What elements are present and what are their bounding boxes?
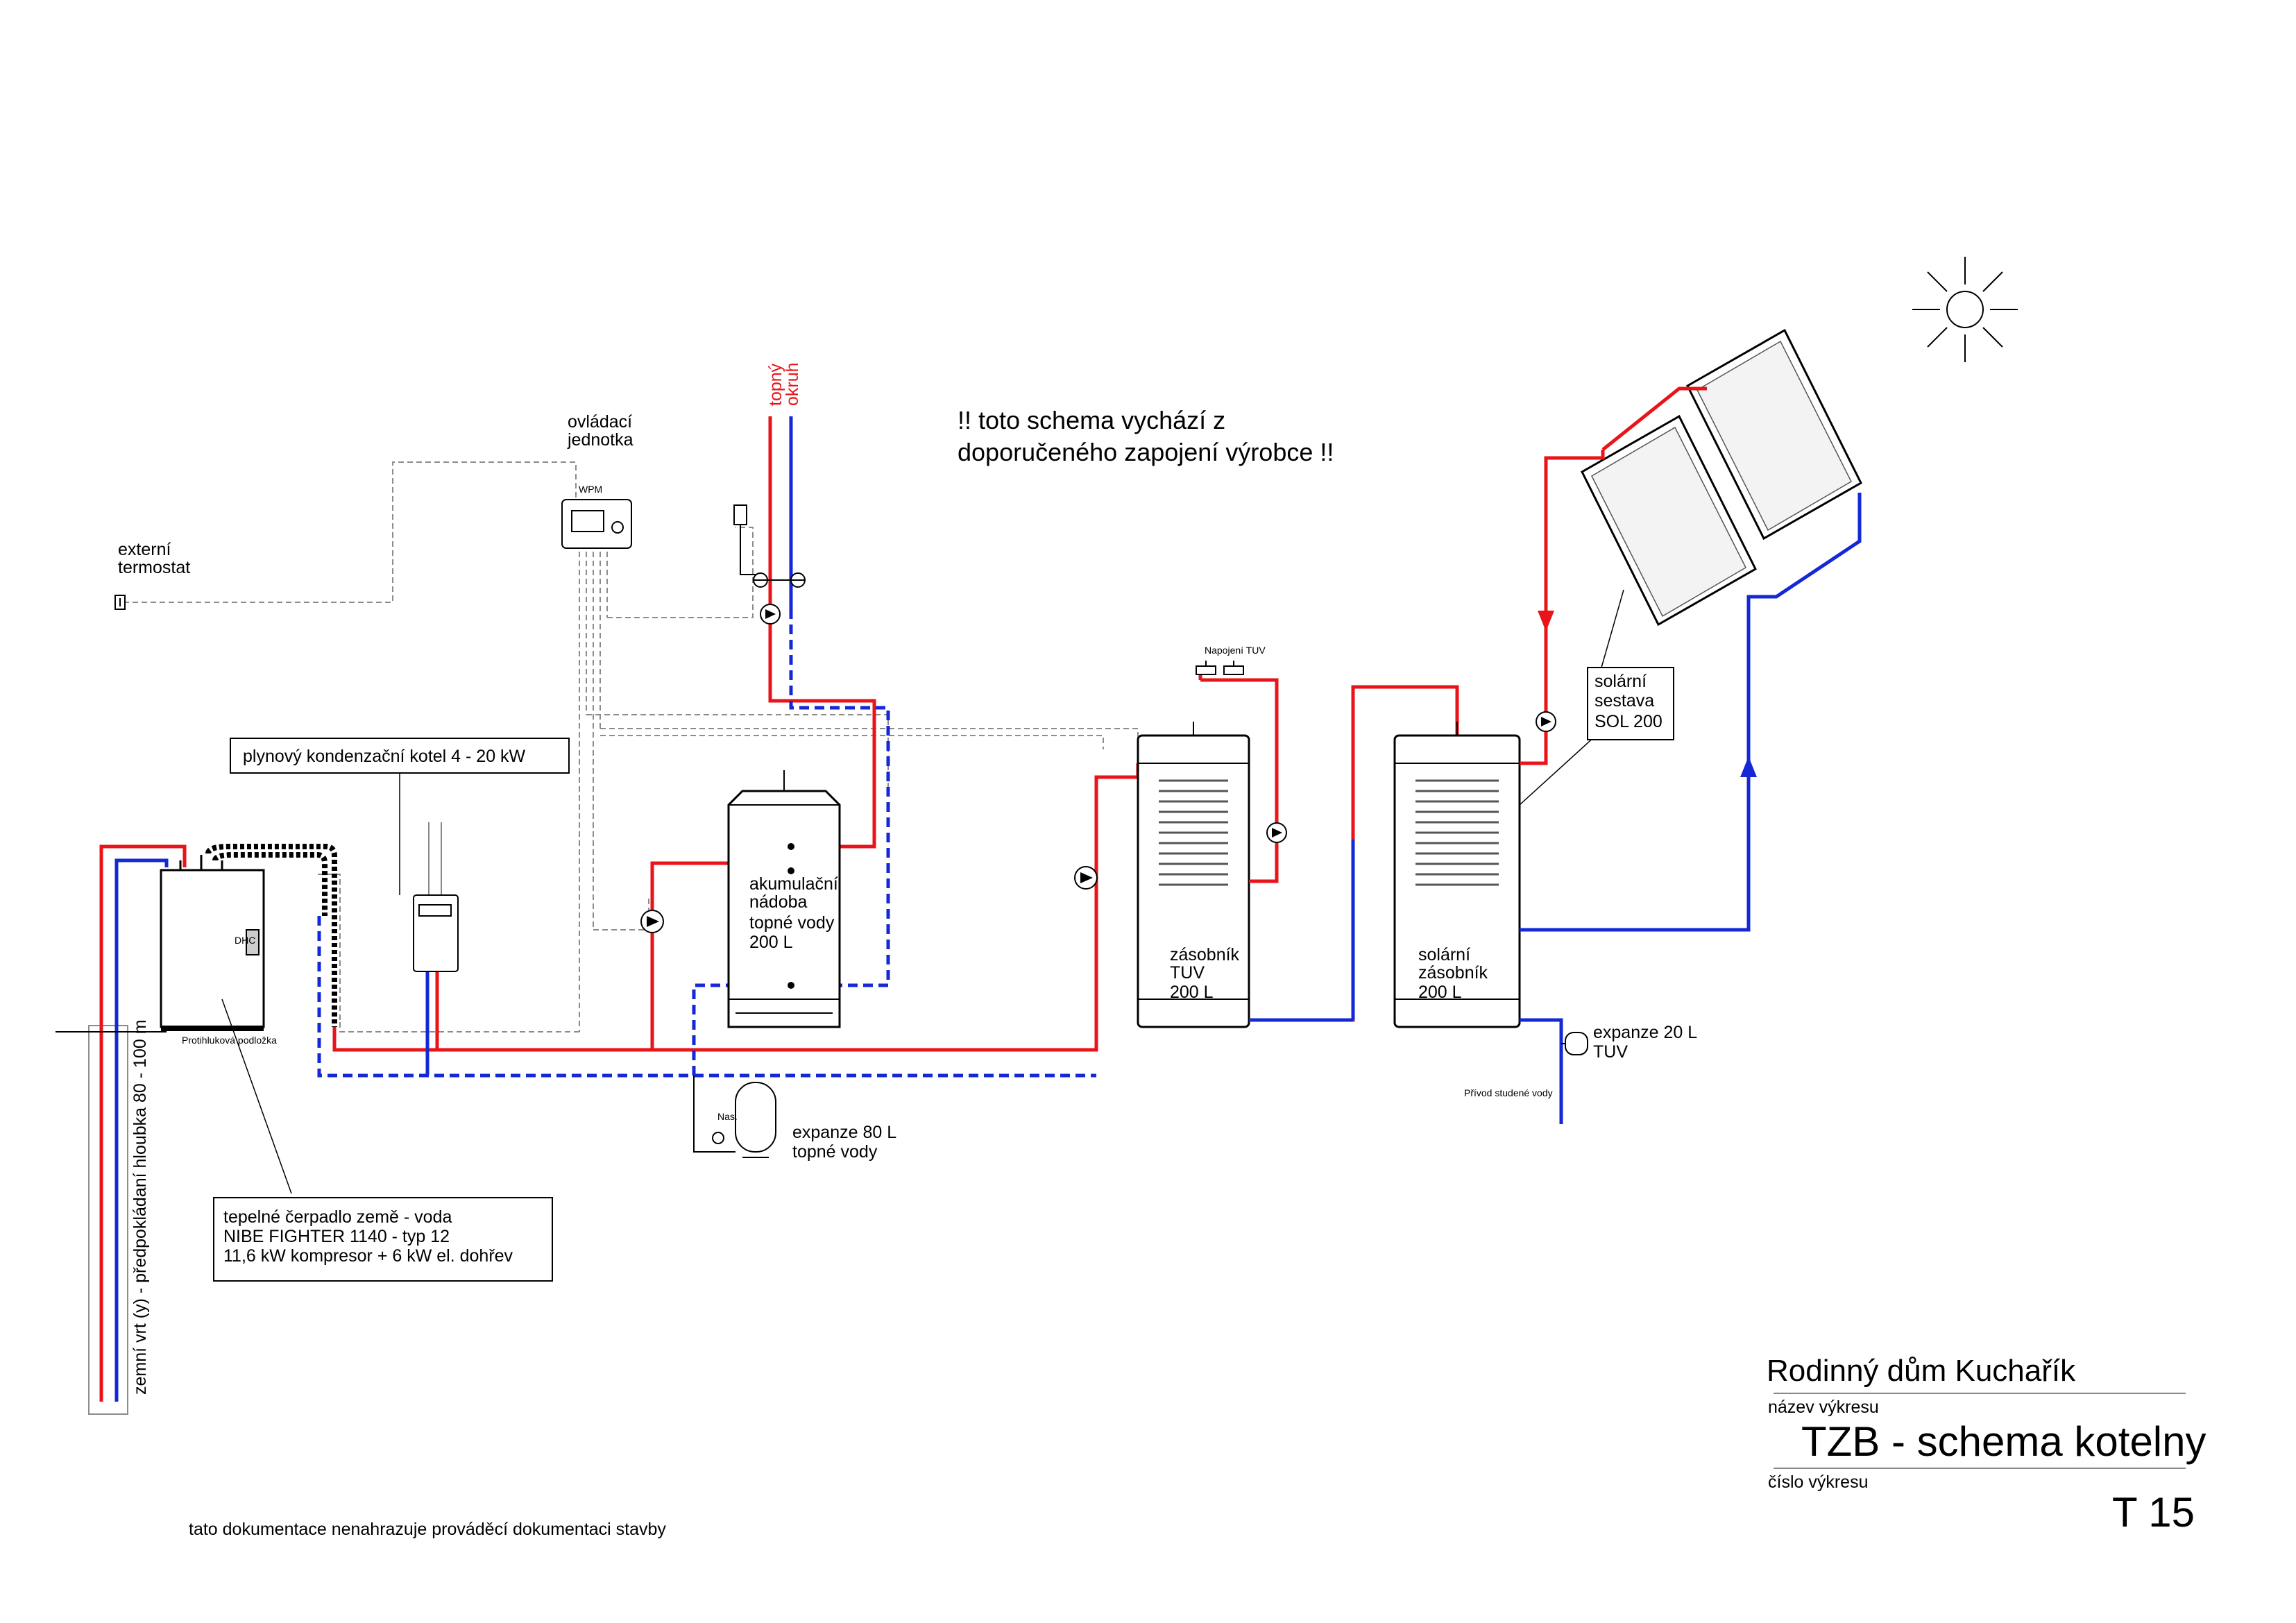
dhw-pipes: [1198, 673, 1459, 1022]
disclaimer: tato dokumentace nenahrazuje prováděcí d…: [189, 1520, 666, 1539]
expansion-20-label-2: TUV: [1593, 1042, 1628, 1062]
thermostat-label-1: externí: [118, 540, 171, 559]
heat-pump-label-1: tepelné čerpadlo země - voda: [223, 1207, 452, 1227]
boiler-label-box: [230, 738, 570, 774]
borehole-label: zemní vrt (y) - předpokládaní hloubka 80…: [130, 1019, 150, 1395]
control-wiring: [124, 461, 1139, 1033]
control-unit-label-2: jednotka: [567, 430, 633, 450]
title-block: Rodinný dům Kuchařík název výkresu TZB -…: [1767, 1354, 2206, 1536]
accumulation-label-2: nádoba: [749, 892, 808, 912]
drawing-name: TZB - schema kotelny: [1801, 1418, 2206, 1465]
flow-arrow-icon: [1538, 611, 1757, 777]
wpm-label: WPM: [579, 484, 602, 495]
solar-set-label-1: solární: [1595, 672, 1647, 691]
heat-pump-label-3: 11,6 kW kompresor + 6 kW el. dohřev: [223, 1246, 513, 1266]
solar-set-label-3: SOL 200: [1595, 712, 1663, 731]
accumulation-label-4: 200 L: [749, 933, 793, 952]
heating-circuit-label-1: topný: [766, 363, 785, 406]
borehole: [56, 844, 187, 1415]
expansion-vessel-20: [1561, 1032, 1588, 1055]
project-name: Rodinný dům Kuchařík: [1767, 1354, 2076, 1388]
heat-pump: [160, 855, 265, 1031]
expansion-80-label-1: expanze 80 L: [792, 1123, 896, 1142]
solar-set-label-box: [1587, 667, 1674, 740]
drawing-number-caption: číslo výkresu: [1768, 1472, 1868, 1492]
control-unit: [561, 499, 632, 549]
solar-tank-label-2: zásobník: [1418, 963, 1488, 983]
accumulation-label-3: topné vody: [749, 913, 835, 933]
heating-circuit-riser: [733, 416, 806, 624]
cold-water-label: Přívod studené vody: [1464, 1087, 1553, 1098]
solar-set-label-2: sestava: [1595, 691, 1654, 711]
dhw-connection-label: Napojení TUV: [1205, 645, 1266, 656]
drawing-number: T 15: [2112, 1489, 2195, 1536]
control-unit-label-1: ovládací: [568, 412, 632, 432]
expansion-80-label-2: topné vody: [792, 1142, 878, 1162]
note-line-2: doporučeného zapojení výrobce !!: [958, 438, 1334, 466]
pump-icon: [1536, 711, 1556, 732]
accumulation-label-1: akumulační: [749, 874, 838, 894]
dhw-tank-label-1: zásobník: [1170, 945, 1240, 965]
pad-label: Protihluková podložka: [182, 1035, 277, 1046]
dhc-label: DHC: [235, 935, 255, 946]
pump-icon: [1074, 866, 1098, 890]
solar-tank-label-3: 200 L: [1418, 983, 1462, 1002]
solar-tank: [1393, 722, 1521, 1028]
expansion-20-label-1: expanze 20 L: [1593, 1023, 1697, 1042]
note-line-1: !! toto schema vychází z: [958, 406, 1225, 434]
solar-pipes: [1520, 386, 1862, 1124]
expansion-vessel-80: [693, 1076, 776, 1158]
boiler-label: plynový kondenzační kotel 4 - 20 kW: [243, 747, 526, 766]
heating-circuit-label-2: okruh: [783, 362, 802, 406]
solar-collector-icon: [1581, 328, 1862, 627]
sun-icon: [1912, 257, 2018, 362]
dhw-tank-label-3: 200 L: [1170, 983, 1214, 1002]
pump-icon: [1266, 822, 1287, 843]
accumulation-tank: [727, 770, 841, 1028]
drawing-name-caption: název výkresu: [1768, 1397, 1879, 1417]
flex-hoses: [205, 844, 337, 1027]
dhw-tank-label-2: TUV: [1170, 963, 1205, 983]
fill-valve-label: Nas.: [717, 1111, 738, 1122]
heat-pump-label-box: [213, 1197, 553, 1282]
solar-tank-label-1: solární: [1418, 945, 1470, 965]
dhw-tank: [1137, 722, 1250, 1028]
heat-pump-label-2: NIBE FIGHTER 1140 - typ 12: [223, 1227, 450, 1246]
gas-boiler: [399, 770, 459, 972]
thermostat-label-2: termostat: [118, 558, 190, 577]
thermostat-icon: [114, 595, 126, 610]
tap-icon: [1196, 661, 1244, 675]
pump-icon: [640, 910, 664, 933]
